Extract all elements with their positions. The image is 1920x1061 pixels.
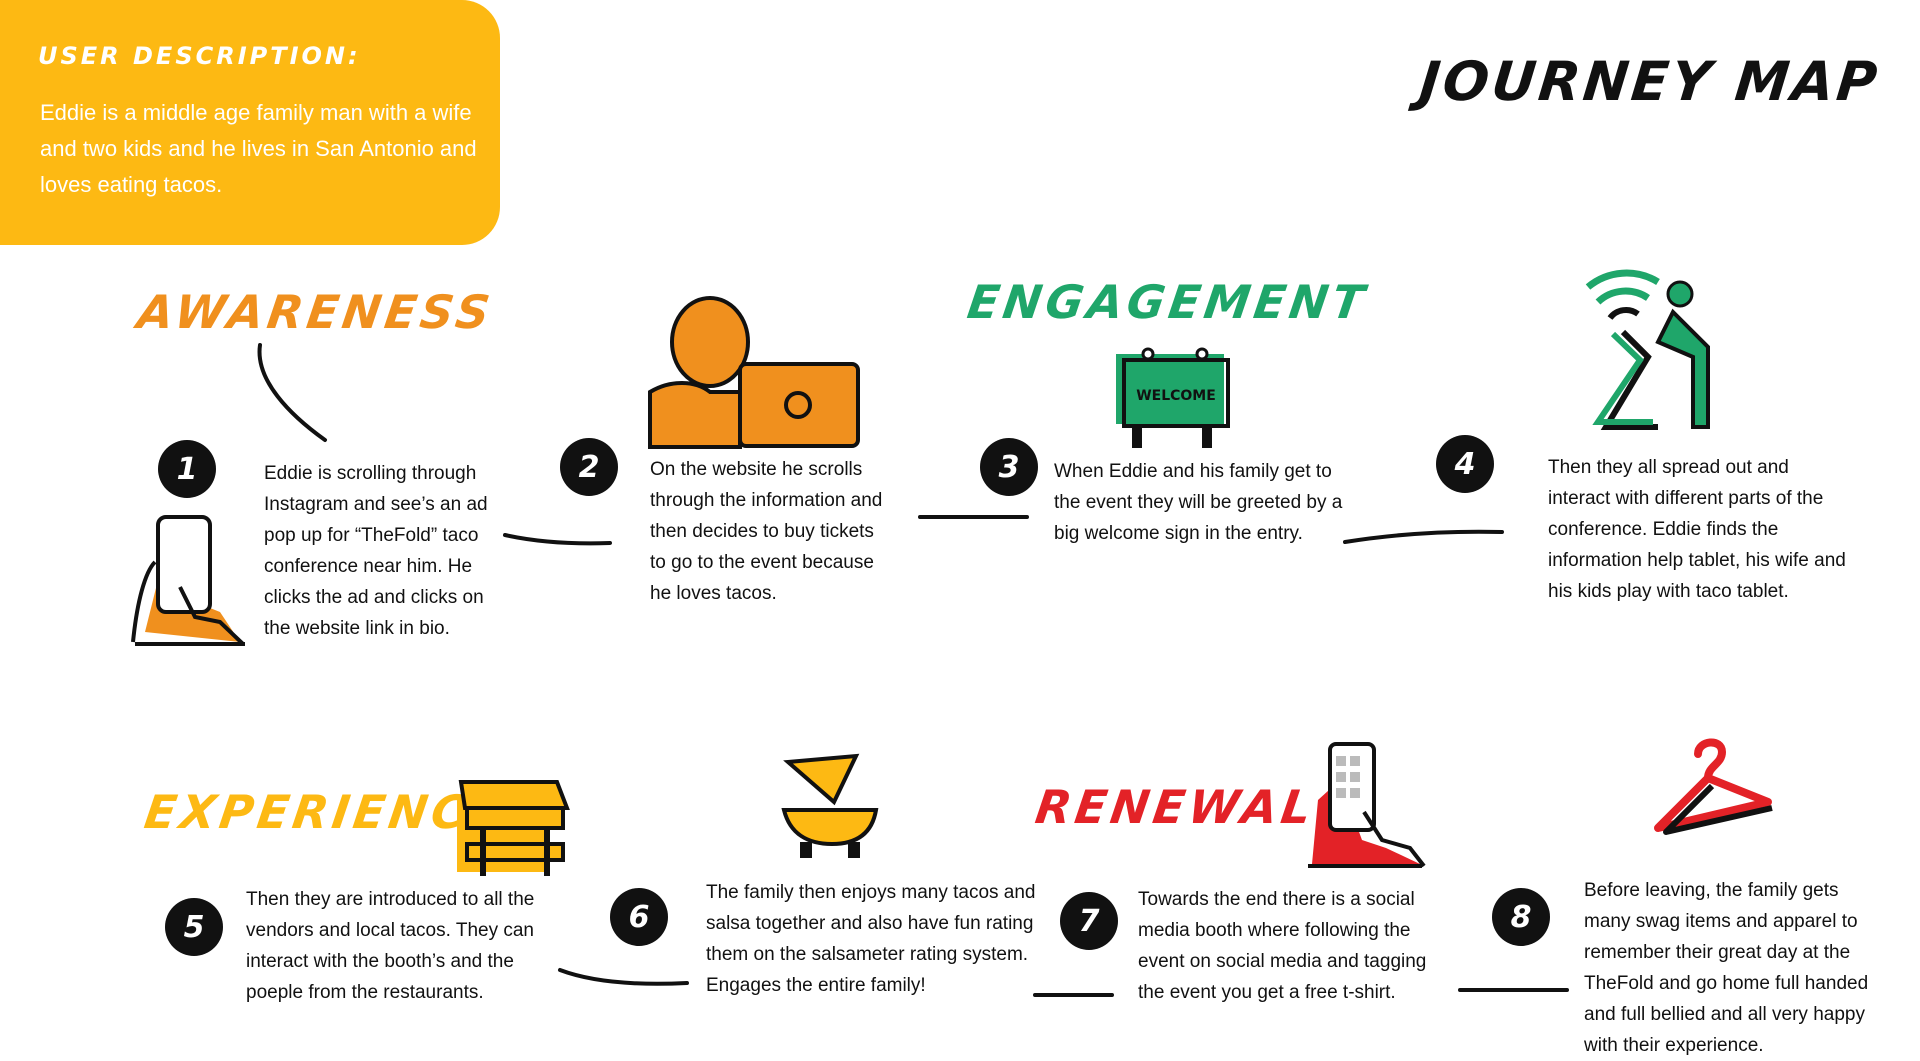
user-description-card: USER DESCRIPTION: Eddie is a middle age … bbox=[0, 0, 500, 245]
connector-1-2 bbox=[503, 533, 612, 546]
user-description-heading: USER DESCRIPTION: bbox=[38, 42, 361, 70]
connector-2-3 bbox=[918, 515, 1029, 519]
step-4-badge: 4 bbox=[1436, 435, 1494, 493]
user-description-text: Eddie is a middle age family man with a … bbox=[40, 100, 477, 197]
step-8-text: Before leaving, the family gets many swa… bbox=[1584, 880, 1869, 1056]
stage-renewal: RENEWAL bbox=[1032, 780, 1319, 834]
hanger-icon bbox=[1654, 738, 1773, 835]
step-6-text: The family then enjoys many tacos and sa… bbox=[706, 882, 1036, 996]
connector-6-7 bbox=[1033, 993, 1114, 997]
step-8-badge: 8 bbox=[1492, 888, 1550, 946]
person-kiosk-icon bbox=[1585, 269, 1710, 430]
page-title: JOURNEY MAP bbox=[1416, 50, 1883, 113]
awareness-curve bbox=[257, 343, 327, 442]
vendor-booth-icon bbox=[457, 780, 570, 876]
step-1-text: Eddie is scrolling through Instagram and… bbox=[264, 463, 488, 639]
step-5-text: Then they are introduced to all the vend… bbox=[246, 889, 535, 1003]
step-3-badge: 3 bbox=[980, 438, 1038, 496]
step-7-text: Towards the end there is a social media … bbox=[1138, 889, 1427, 1003]
phone-tap-icon bbox=[131, 515, 245, 646]
welcome-sign-icon: WELCOME bbox=[1116, 347, 1230, 448]
step-2-badge: 2 bbox=[560, 438, 618, 496]
connector-3-4 bbox=[1343, 529, 1504, 544]
stage-awareness: AWARENESS bbox=[134, 285, 497, 339]
step-3-text: When Eddie and his family get to the eve… bbox=[1054, 461, 1343, 544]
step-5-badge: 5 bbox=[165, 898, 223, 956]
step-4-text: Then they all spread out and interact wi… bbox=[1548, 457, 1846, 602]
step-7-badge: 7 bbox=[1060, 892, 1118, 950]
chip-salsa-icon bbox=[781, 753, 879, 858]
person-laptop-icon bbox=[648, 296, 860, 449]
stage-engagement: ENGAGEMENT bbox=[964, 275, 1372, 329]
connector-7-8 bbox=[1458, 988, 1569, 992]
welcome-sign-label: WELCOME bbox=[1136, 388, 1216, 404]
step-6-badge: 6 bbox=[610, 888, 668, 946]
step-2-text: On the website he scrolls through the in… bbox=[650, 459, 883, 604]
connector-5-6 bbox=[558, 968, 689, 986]
social-phone-icon bbox=[1308, 742, 1426, 868]
step-1-badge: 1 bbox=[158, 440, 216, 498]
